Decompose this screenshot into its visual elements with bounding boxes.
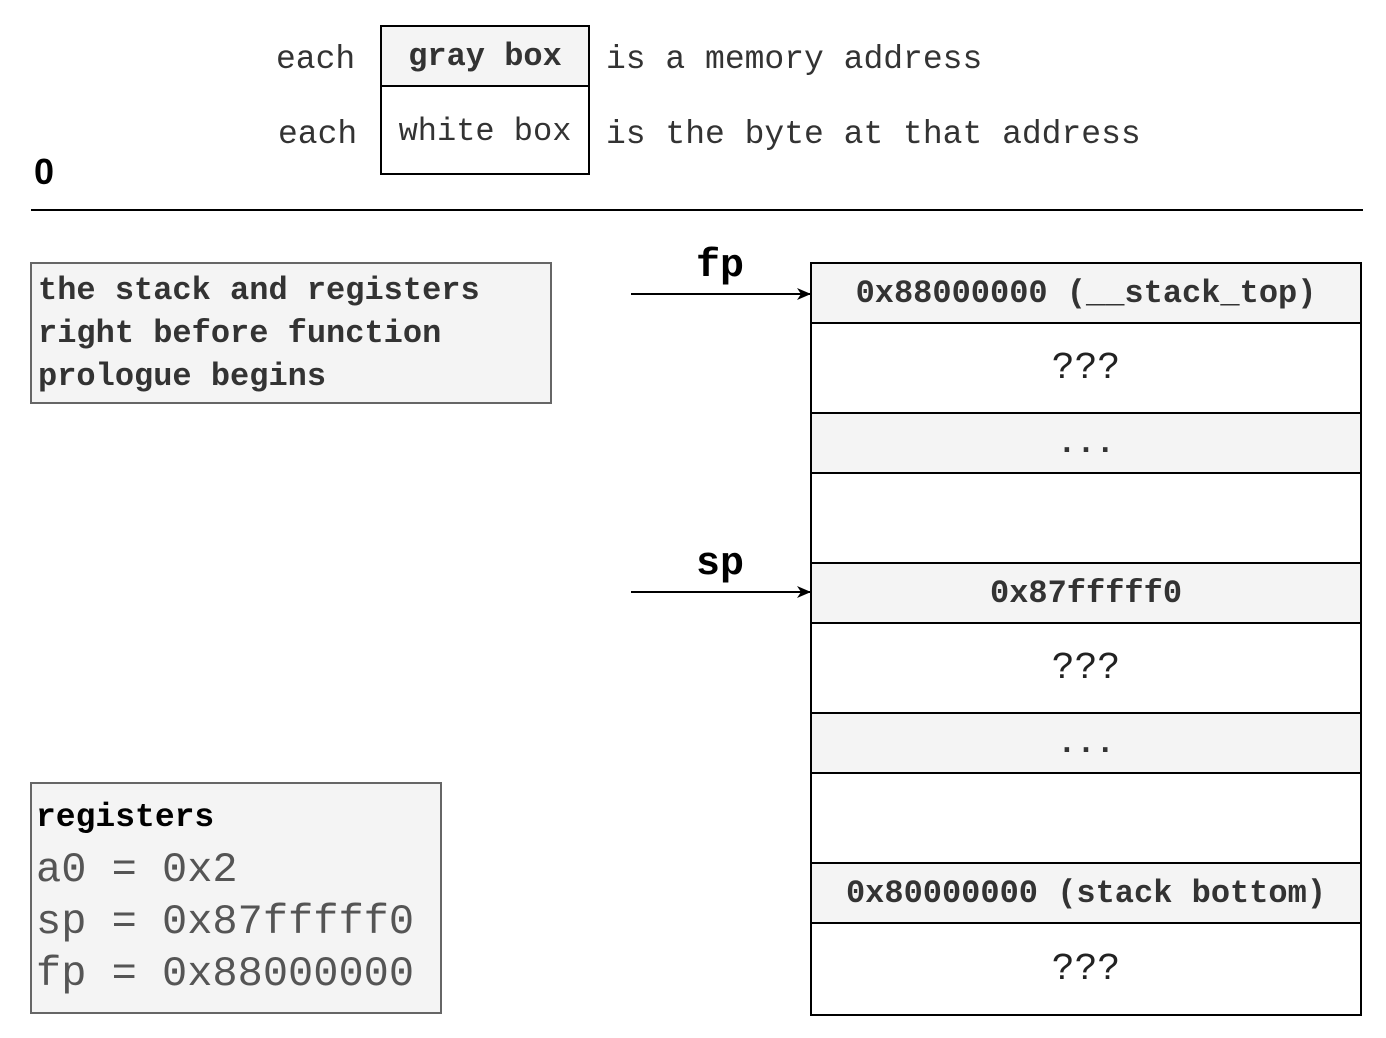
caption-box: the stack and registers right before fun… bbox=[30, 262, 552, 404]
stack-byte-cell bbox=[812, 474, 1360, 564]
stack-address-cell: ... bbox=[812, 414, 1360, 474]
registers-title: registers bbox=[36, 799, 215, 836]
caption-line: the stack and registers bbox=[38, 272, 480, 309]
legend-prefix-gray: each bbox=[276, 41, 356, 78]
legend-gray-box: gray box bbox=[382, 27, 588, 87]
registers-box: registers a0 = 0x2 sp = 0x87fffff0 fp = … bbox=[30, 782, 442, 1014]
stack-memory: 0x88000000 (__stack_top) ??? ... 0x87fff… bbox=[810, 262, 1362, 1016]
divider bbox=[31, 209, 1363, 211]
caption-line: prologue begins bbox=[38, 358, 327, 395]
caption-line: right before function bbox=[38, 315, 442, 352]
legend-suffix-white: is the byte at that address bbox=[606, 116, 1141, 153]
stack-byte-cell: ??? bbox=[812, 924, 1360, 1014]
step-number: 0 bbox=[34, 151, 55, 192]
stack-address-cell: ... bbox=[812, 714, 1360, 774]
stack-address-cell: 0x87fffff0 bbox=[812, 564, 1360, 624]
sp-label: sp bbox=[696, 542, 745, 587]
stack-byte-cell bbox=[812, 774, 1360, 864]
stack-address-cell: 0x88000000 (__stack_top) bbox=[812, 264, 1360, 324]
fp-label: fp bbox=[696, 244, 745, 289]
legend-white-box: white box bbox=[398, 112, 572, 150]
register-fp: fp = 0x88000000 bbox=[36, 950, 415, 998]
legend-suffix-gray: is a memory address bbox=[606, 41, 983, 78]
stack-address-cell: 0x80000000 (stack bottom) bbox=[812, 864, 1360, 924]
stack-byte-cell: ??? bbox=[812, 624, 1360, 714]
register-sp: sp = 0x87fffff0 bbox=[36, 898, 415, 946]
legend-prefix-white: each bbox=[278, 116, 358, 153]
stack-byte-cell: ??? bbox=[812, 324, 1360, 414]
register-a0: a0 = 0x2 bbox=[36, 846, 238, 894]
legend-box: gray box white box bbox=[380, 25, 590, 175]
